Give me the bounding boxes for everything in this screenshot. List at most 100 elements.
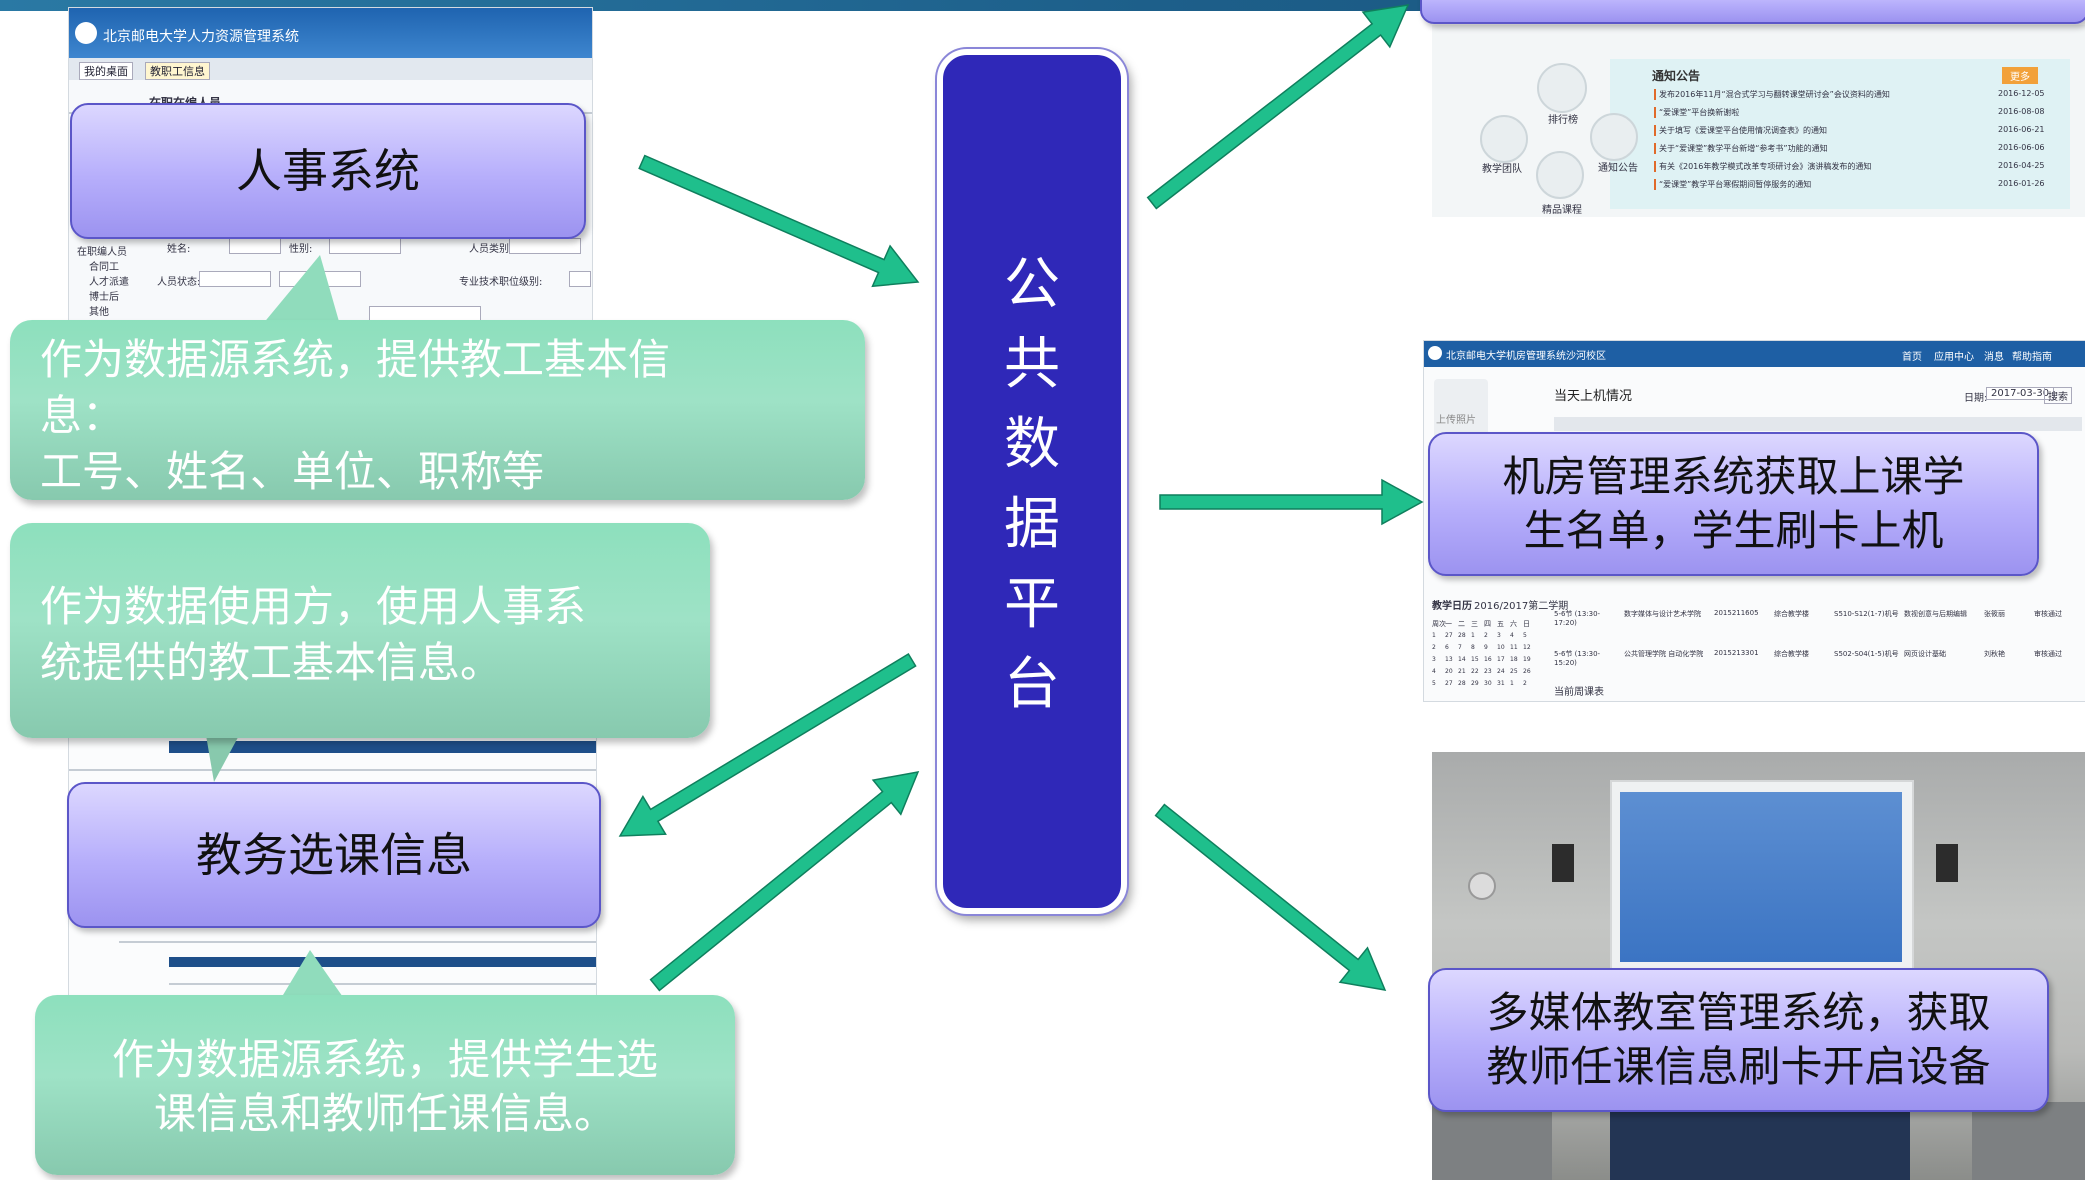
calendar-day[interactable]: 31 bbox=[1497, 680, 1505, 687]
calendar-header-cell: 日 bbox=[1523, 620, 1530, 628]
hr-input[interactable] bbox=[199, 271, 271, 287]
calendar-day[interactable]: 17 bbox=[1497, 656, 1505, 663]
note-line: 机房管理系统获取上课学 bbox=[1502, 452, 1965, 501]
notice-more-button[interactable]: 更多 bbox=[2002, 67, 2038, 84]
notice-item[interactable]: 发布2016年11月“混合式学习与翻转课堂研讨会”会议资料的通知 bbox=[1654, 89, 1890, 100]
note-line: 统提供的教工基本信息。 bbox=[40, 638, 503, 687]
note-line: 作为数据源系统，提供学生选 bbox=[111, 1035, 658, 1084]
notice-date: 2016-01-26 bbox=[1998, 179, 2045, 188]
note-line: 息： bbox=[40, 391, 125, 440]
lab-table-cell: 数字媒体与设计艺术学院 bbox=[1624, 610, 1701, 618]
calendar-day[interactable]: 26 bbox=[1523, 668, 1531, 675]
hr-tree-item[interactable]: 合同工 bbox=[89, 262, 119, 273]
note-line: 教师任课信息刷卡开启设备 bbox=[1486, 1042, 1991, 1091]
date-input[interactable]: 2017-03-30 bbox=[1986, 387, 2055, 400]
note-line: 多媒体教室管理系统，获取 bbox=[1486, 988, 1991, 1037]
calendar-day[interactable]: 30 bbox=[1484, 680, 1492, 687]
arrow-hr-to-platform bbox=[638, 154, 920, 288]
hub-label[interactable]: 精品课程 bbox=[1542, 205, 1582, 216]
calendar-day[interactable]: 9 bbox=[1484, 644, 1488, 651]
hr-tree-item[interactable]: 博士后 bbox=[89, 292, 119, 303]
hr-field-label: 人员类别: bbox=[469, 244, 513, 255]
calendar-day[interactable]: 5 bbox=[1523, 632, 1527, 639]
calendar-day[interactable]: 2 bbox=[1484, 632, 1488, 639]
notice-item[interactable]: “爱课堂”教学平台寒假期间暂停服务的通知 bbox=[1654, 179, 1811, 190]
tab-staff-info[interactable]: 教职工信息 bbox=[145, 62, 210, 80]
calendar-day[interactable]: 2 bbox=[1523, 680, 1527, 687]
camera-icon bbox=[1468, 872, 1496, 900]
calendar-header-cell: 四 bbox=[1484, 620, 1491, 628]
desktop-projection bbox=[1620, 792, 1902, 962]
table-header-row bbox=[1554, 417, 2082, 431]
upload-photo-label[interactable]: 上传照片 bbox=[1436, 415, 1476, 426]
notice-item[interactable]: 关于“爱课堂”教学平台新增“参考书”功能的通知 bbox=[1654, 143, 1828, 154]
calendar-day: 4 bbox=[1432, 668, 1436, 675]
lab-panel-title: 当天上机情况 bbox=[1554, 389, 1633, 404]
calendar-day[interactable]: 25 bbox=[1510, 668, 1518, 675]
search-button[interactable]: 搜索 bbox=[2044, 387, 2072, 404]
calendar-day[interactable]: 28 bbox=[1458, 680, 1466, 687]
hr-field-label: 人员状态: bbox=[157, 277, 201, 288]
calendar-day[interactable]: 21 bbox=[1458, 668, 1466, 675]
notice-item[interactable]: “爱课堂”平台换新谢啦 bbox=[1654, 107, 1739, 118]
nav-help[interactable]: 帮助指南 bbox=[2012, 352, 2052, 363]
calendar-day[interactable]: 23 bbox=[1484, 668, 1492, 675]
tab-my-desktop[interactable]: 我的桌面 bbox=[79, 62, 133, 80]
calendar-day[interactable]: 10 bbox=[1497, 644, 1505, 651]
hub-label[interactable]: 排行榜 bbox=[1548, 115, 1578, 126]
notice-item[interactable]: 有关《2016年教学模式改革专项研讨会》演讲稿发布的通知 bbox=[1654, 161, 1871, 172]
lab-table-cell: 2015213301 bbox=[1714, 649, 1759, 657]
lab-table-cell: S502-S04(1-5)机号 bbox=[1834, 650, 1899, 658]
calendar-day[interactable]: 19 bbox=[1523, 656, 1531, 663]
calendar-day[interactable]: 16 bbox=[1484, 656, 1492, 663]
calendar-header-cell: 一 bbox=[1445, 620, 1452, 628]
platform-char: 据 bbox=[1004, 492, 1060, 557]
hr-tree-item[interactable]: 在职编人员 bbox=[77, 247, 127, 258]
calendar-day[interactable]: 15 bbox=[1471, 656, 1479, 663]
hr-tree-item[interactable]: 其他 bbox=[89, 307, 109, 318]
note-line: 工号、姓名、单位、职称等 bbox=[40, 447, 545, 496]
speaker-right bbox=[1936, 844, 1958, 882]
calendar-day[interactable]: 12 bbox=[1523, 644, 1531, 651]
calendar-day[interactable]: 20 bbox=[1445, 668, 1453, 675]
calendar-day[interactable]: 14 bbox=[1458, 656, 1466, 663]
lab-table-cell: 综合教学楼 bbox=[1774, 610, 1809, 618]
nav-messages[interactable]: 消息 bbox=[1984, 352, 2004, 363]
calendar-day[interactable]: 27 bbox=[1445, 680, 1453, 687]
hr-source-note: 作为数据源系统，提供教工基本信 息： 工号、姓名、单位、职称等 bbox=[10, 320, 865, 500]
calendar-day[interactable]: 11 bbox=[1510, 644, 1518, 651]
hub-label[interactable]: 通知公告 bbox=[1598, 163, 1638, 174]
hr-field-label: 性别: bbox=[289, 244, 313, 255]
calendar-day[interactable]: 18 bbox=[1510, 656, 1518, 663]
hr-input[interactable] bbox=[569, 271, 591, 287]
calendar-day[interactable]: 1 bbox=[1510, 680, 1514, 687]
hr-tree-item[interactable]: 人才派遣 bbox=[89, 277, 129, 288]
calendar-day[interactable]: 4 bbox=[1510, 632, 1514, 639]
calendar-day[interactable]: 27 bbox=[1445, 632, 1453, 639]
lab-system-note: 机房管理系统获取上课学 生名单，学生刷卡上机 bbox=[1428, 432, 2039, 576]
nav-app-center[interactable]: 应用中心 bbox=[1934, 352, 1974, 363]
term-label: 2016/2017第二学期 bbox=[1474, 601, 1569, 612]
arrow-platform-to-classroom bbox=[1154, 803, 1387, 991]
notice-item[interactable]: 关于填写《爱课堂平台使用情况调查表》的通知 bbox=[1654, 125, 1827, 136]
course-info-box: 教务选课信息 bbox=[67, 782, 601, 928]
platform-char: 共 bbox=[1004, 332, 1060, 397]
hr-field-label: 专业技术职位级别: bbox=[459, 277, 543, 288]
calendar-day[interactable]: 8 bbox=[1471, 644, 1475, 651]
calendar-day[interactable]: 13 bbox=[1445, 656, 1453, 663]
calendar-header-cell: 三 bbox=[1471, 620, 1478, 628]
calendar-day[interactable]: 29 bbox=[1471, 680, 1479, 687]
hub-label[interactable]: 教学团队 bbox=[1482, 164, 1522, 175]
calendar-day[interactable]: 1 bbox=[1471, 632, 1475, 639]
calendar-day[interactable]: 3 bbox=[1497, 632, 1501, 639]
lab-table-cell: 公共管理学院 自动化学院 bbox=[1624, 650, 1704, 658]
calendar-day[interactable]: 22 bbox=[1471, 668, 1479, 675]
calendar-day[interactable]: 7 bbox=[1458, 644, 1462, 651]
nav-home[interactable]: 首页 bbox=[1902, 352, 1922, 363]
calendar-day[interactable]: 24 bbox=[1497, 668, 1505, 675]
calendar-day[interactable]: 28 bbox=[1458, 632, 1466, 639]
note-line: 作为数据源系统，提供教工基本信 bbox=[40, 335, 671, 384]
top-banner-bar bbox=[0, 0, 2085, 11]
calendar-day[interactable]: 6 bbox=[1445, 644, 1449, 651]
university-logo-icon bbox=[75, 22, 97, 44]
